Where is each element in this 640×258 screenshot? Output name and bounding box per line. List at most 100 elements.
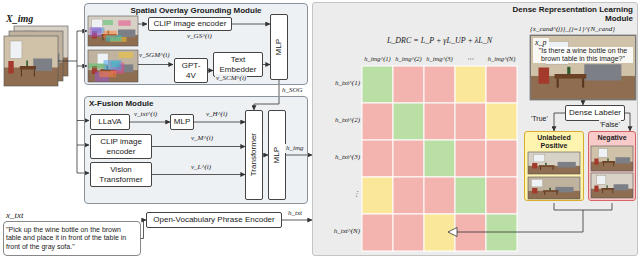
- edge-label: h_txt: [287, 209, 303, 218]
- box-fill: [91, 163, 152, 187]
- negative-group: Negative: [588, 131, 636, 201]
- box-label: LLaVA: [98, 117, 121, 126]
- wall: [88, 50, 138, 82]
- bottle: [549, 188, 551, 190]
- instruction-box: x_txt"Pick up the wine bottle on the bro…: [3, 221, 141, 256]
- matrix-cell: [424, 140, 455, 177]
- table-leg: [582, 79, 584, 88]
- segment-mask: [99, 71, 116, 77]
- input-wire: [77, 31, 87, 32]
- flow-arrow: [282, 220, 312, 221]
- row-header: h_txt^(1): [314, 79, 360, 87]
- matrix-cell: [393, 214, 424, 251]
- sofa: [584, 64, 621, 80]
- wall: [528, 177, 580, 199]
- box-label: CLIP image encoder: [93, 137, 149, 155]
- segment-mask: [106, 35, 122, 41]
- segment-mask: [119, 52, 133, 58]
- room-photo: [530, 35, 636, 100]
- photo-frame: [528, 152, 580, 174]
- box-fill: [214, 53, 263, 77]
- edge-label: h_SOG: [281, 86, 304, 95]
- input-wire: [77, 31, 78, 173]
- group-title: Negative: [597, 134, 626, 142]
- input-wire: [77, 66, 87, 67]
- module-title: Dense Representation Learning Module: [509, 5, 633, 23]
- input-wire: [77, 145, 89, 146]
- box-fill: [85, 4, 308, 85]
- table-leg: [557, 79, 559, 88]
- box-fill: [589, 132, 636, 201]
- encoder-box: CLIP image encoder: [148, 17, 232, 31]
- matrix-cell: [424, 103, 455, 140]
- matrix-cell: [393, 66, 424, 103]
- edge-label: v_H^(i): [205, 110, 228, 119]
- table: [602, 161, 615, 163]
- wall: [591, 173, 633, 198]
- table-leg: [544, 192, 545, 195]
- feature-symbol: v_SGM^(i): [139, 51, 170, 59]
- box-fill: [313, 3, 638, 256]
- box-fill: [531, 36, 636, 100]
- input-wire: [77, 120, 89, 121]
- input-wire: [554, 203, 612, 210]
- segment-mask: [104, 60, 122, 70]
- candidate-set: {x_cand^(j)}_{j=1}^{N_cand}: [530, 25, 615, 33]
- encoder-box: Open-Vocabulary Phrase Encoder: [146, 212, 282, 228]
- input-wire: [138, 64, 173, 65]
- flow-arrow: [130, 122, 170, 123]
- room-photo: [4, 36, 58, 86]
- matrix-cell: [455, 140, 486, 177]
- wall: [591, 146, 633, 171]
- column-header: h_img^(3): [424, 55, 455, 63]
- table-leg: [34, 70, 35, 77]
- box-fill: [85, 97, 308, 204]
- box-fill: [171, 115, 194, 130]
- encoder-box: CLIP image encoder: [90, 134, 152, 159]
- mlp-box: MLP: [170, 114, 194, 130]
- flow-arrow: [554, 113, 565, 131]
- photo-frame: [591, 146, 633, 171]
- bottle: [567, 67, 570, 74]
- photo-frame: [591, 173, 633, 198]
- input-wire: [457, 210, 583, 232]
- photo-frame: [4, 36, 58, 86]
- segment-mask: [88, 63, 104, 68]
- table-leg: [612, 190, 614, 194]
- room-photo: [591, 146, 633, 171]
- column-header: h_img^(1): [362, 55, 393, 63]
- chair: [8, 61, 13, 74]
- box-label: Open-Vocabulary Phrase Encoder: [153, 215, 274, 224]
- flow-arrow: [152, 146, 245, 147]
- table: [543, 190, 559, 192]
- window: [597, 176, 606, 185]
- edge-label: v_SCM^(i): [215, 74, 247, 83]
- segment-mask: [118, 20, 130, 26]
- room-photo: [591, 173, 633, 198]
- box-fill: [246, 111, 263, 200]
- flow-arrow: [286, 155, 312, 156]
- matrix-cell: [486, 214, 517, 251]
- input-symbol: x_txt: [6, 210, 24, 220]
- edge-label: 'True': [530, 114, 549, 123]
- photo-frame: [88, 16, 138, 46]
- sofa: [558, 162, 576, 168]
- sofa: [615, 157, 630, 163]
- input-wire: [138, 24, 147, 25]
- wall: [530, 35, 636, 100]
- module-title: X-Fusion Module: [89, 99, 153, 108]
- matrix-cell: [455, 103, 486, 140]
- chair: [538, 68, 549, 84]
- bottle: [607, 158, 608, 161]
- sofa: [614, 184, 629, 190]
- matrix-cell: [393, 103, 424, 140]
- table-leg: [540, 167, 541, 170]
- table: [554, 74, 586, 79]
- group-title: Unlabeled Positive: [527, 134, 581, 150]
- room-photo: [88, 50, 138, 82]
- matrix-cell: [393, 140, 424, 177]
- table-leg: [552, 167, 553, 170]
- wall: [528, 152, 580, 174]
- input-symbol: x_p: [533, 38, 549, 47]
- wall: [4, 36, 58, 86]
